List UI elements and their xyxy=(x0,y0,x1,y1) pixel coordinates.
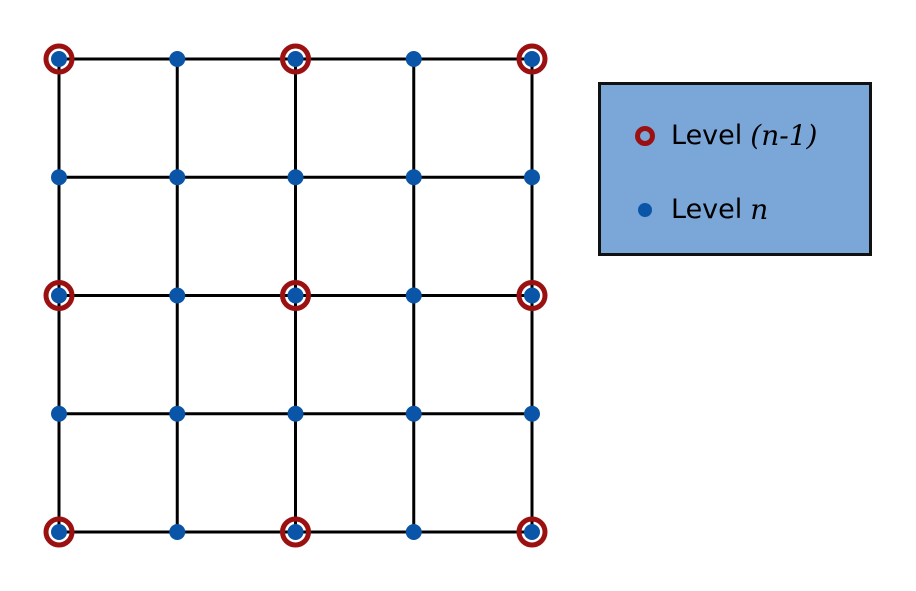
level-n-node xyxy=(51,524,67,540)
level-n-node xyxy=(169,169,186,186)
level-n-node xyxy=(287,287,304,304)
level-n-node xyxy=(51,287,67,304)
red-ring-icon xyxy=(635,125,655,146)
level-n-node xyxy=(51,169,67,186)
level-n-1-node xyxy=(280,43,311,75)
level-n-node xyxy=(405,51,422,67)
legend-math-label: n xyxy=(750,193,769,226)
level-n-node xyxy=(51,51,67,67)
level-n-node xyxy=(524,169,540,186)
level-n-node xyxy=(287,524,304,540)
level-n-node xyxy=(287,51,304,67)
legend-label: Level xyxy=(671,120,743,151)
level-n-node xyxy=(169,524,186,540)
level-n-1-node xyxy=(516,516,548,548)
level-n-1-node xyxy=(516,280,548,311)
level-n-node xyxy=(51,405,67,422)
legend-item-level-n-1: Level (n-1) xyxy=(635,119,817,152)
level-n-node xyxy=(524,287,540,304)
level-n-node xyxy=(405,287,422,304)
level-n-node xyxy=(405,169,422,186)
level-n-node xyxy=(169,51,186,67)
level-n-node xyxy=(405,524,422,540)
level-n-node xyxy=(287,169,304,186)
level-n-1-node xyxy=(280,516,311,548)
legend-item-level-n: Level n xyxy=(635,193,768,226)
legend-label: Level xyxy=(671,194,743,225)
level-n-node xyxy=(524,405,540,422)
level-n-node xyxy=(169,405,186,422)
level-n-nodes xyxy=(51,51,540,540)
blue-dot-icon xyxy=(638,202,652,217)
level-n-node xyxy=(524,51,540,67)
level-n-node xyxy=(524,524,540,540)
level-n-1-node xyxy=(280,280,311,311)
level-n-node xyxy=(405,405,422,422)
level-n-1-nodes xyxy=(43,43,548,548)
level-n-1-node xyxy=(43,43,75,75)
level-n-1-node xyxy=(43,280,75,311)
level-n-1-node xyxy=(516,43,548,75)
legend-math-label: (n-1) xyxy=(750,119,818,152)
level-n-node xyxy=(169,287,186,304)
legend: Level (n-1) Level n xyxy=(598,82,872,256)
level-n-1-node xyxy=(43,516,75,548)
level-n-node xyxy=(287,405,304,422)
